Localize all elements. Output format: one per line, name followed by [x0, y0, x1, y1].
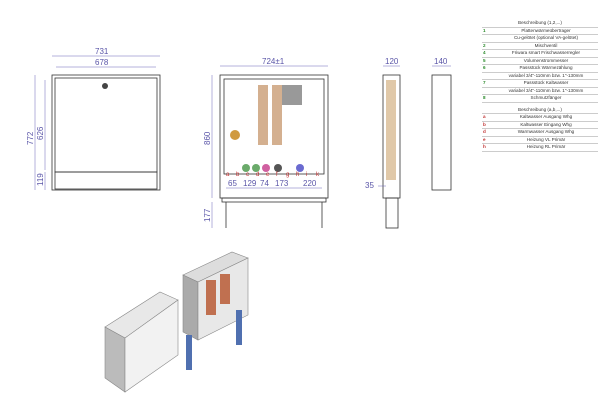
- lock-icon: [102, 83, 108, 89]
- legend-header: Beschreibung (1,2,...): [482, 20, 598, 28]
- connection-label: c: [246, 172, 249, 178]
- legend-row: Cu-gelötet (optional VA-gelötet): [482, 34, 598, 43]
- legend-letter: b: [482, 121, 494, 129]
- legend-text: Volumenstrommesser: [494, 57, 598, 65]
- legend-number: 8: [482, 94, 494, 103]
- dim-spacing: 220: [303, 179, 317, 188]
- legend-number: 4: [482, 49, 494, 58]
- legend-number: [482, 72, 494, 80]
- legend-text: Passstück Kaltwasser: [494, 79, 598, 88]
- legend-text: Heizung RL Primär: [494, 143, 598, 152]
- legend-number: 2: [482, 42, 494, 50]
- legend-row: variabel 3/4"-110mm bzw. 1"-130mm: [482, 72, 598, 80]
- legend-letter: a: [482, 113, 494, 122]
- legend-text: Kaltwasser Eingang Whg: [494, 121, 598, 129]
- side-view: 120 35: [365, 57, 401, 229]
- connection-label: d: [256, 172, 259, 178]
- dim-height-total: 772: [26, 131, 35, 145]
- legend-text: Warmwasser Ausgang Whg: [494, 128, 598, 137]
- dim-width-open: 724±1: [262, 57, 285, 66]
- dim-width-outer: 731: [95, 47, 109, 56]
- legend-number: [482, 34, 494, 43]
- connection-label: h: [296, 172, 299, 178]
- legend-text: Mischventil: [494, 42, 598, 50]
- legend-text: variabel 3/4"-110mm bzw. 1"-130mm: [494, 87, 598, 95]
- isometric-closed-cabinet: [104, 291, 179, 393]
- connection-label: k: [316, 172, 320, 178]
- front-view-open: 724±1 860 177 65 129 74 173 220 a b c d …: [203, 57, 329, 228]
- dim-leg-height: 177: [203, 208, 212, 222]
- legend-letter: h: [482, 143, 494, 152]
- legend-row: variabel 3/4"-110mm bzw. 1"-130mm: [482, 87, 598, 95]
- connection-label: f: [276, 172, 278, 178]
- side-view-closed: 140: [431, 57, 452, 191]
- legend-number: 1: [482, 27, 494, 35]
- connection-label: a: [226, 172, 230, 178]
- legend-text: Plattenwärmeübertrager: [494, 27, 598, 35]
- legend-text: Heizung VL Primär: [494, 136, 598, 144]
- connection-label: e: [266, 172, 270, 178]
- dim-height-bottom: 119: [36, 173, 45, 186]
- connection-label: i: [306, 172, 307, 178]
- connection-label: g: [286, 172, 289, 178]
- front-view-closed: 731 678 772 626 119: [26, 47, 161, 191]
- legend-text: Passstück Wärmezählung: [494, 64, 598, 73]
- dim-height-open: 860: [203, 131, 212, 145]
- legend-text: Schmutzfänger: [494, 94, 598, 103]
- legend-number: 7: [482, 79, 494, 88]
- isometric-open-cabinet: [182, 251, 249, 370]
- connection-label: b: [236, 172, 240, 178]
- legend-number: 6: [482, 64, 494, 73]
- legend-number: 5: [482, 57, 494, 65]
- legend-header: Beschreibung (a,b,...): [482, 106, 598, 114]
- dim-offset: 35: [365, 181, 374, 190]
- legend-letter: e: [482, 136, 494, 144]
- dim-spacing: 74: [260, 179, 269, 188]
- legend-text: Friwara smart Frischwasserregler: [494, 49, 598, 58]
- dim-spacing: 129: [243, 179, 257, 188]
- legend-text: Kaltwasser Ausgang Whg: [494, 113, 598, 122]
- dim-height-door: 626: [36, 126, 45, 140]
- dim-depth: 120: [385, 57, 399, 66]
- dim-width-inner: 678: [95, 58, 109, 67]
- dim-spacing: 173: [275, 179, 289, 188]
- dim-spacing: 65: [228, 179, 237, 188]
- legend-text: Cu-gelötet (optional VA-gelötet): [494, 34, 598, 43]
- legend-text: variabel 3/4"-110mm bzw. 1"-130mm: [494, 72, 598, 80]
- legend-letter: d: [482, 128, 494, 137]
- dim-depth-closed: 140: [434, 57, 448, 66]
- legend-number: [482, 87, 494, 95]
